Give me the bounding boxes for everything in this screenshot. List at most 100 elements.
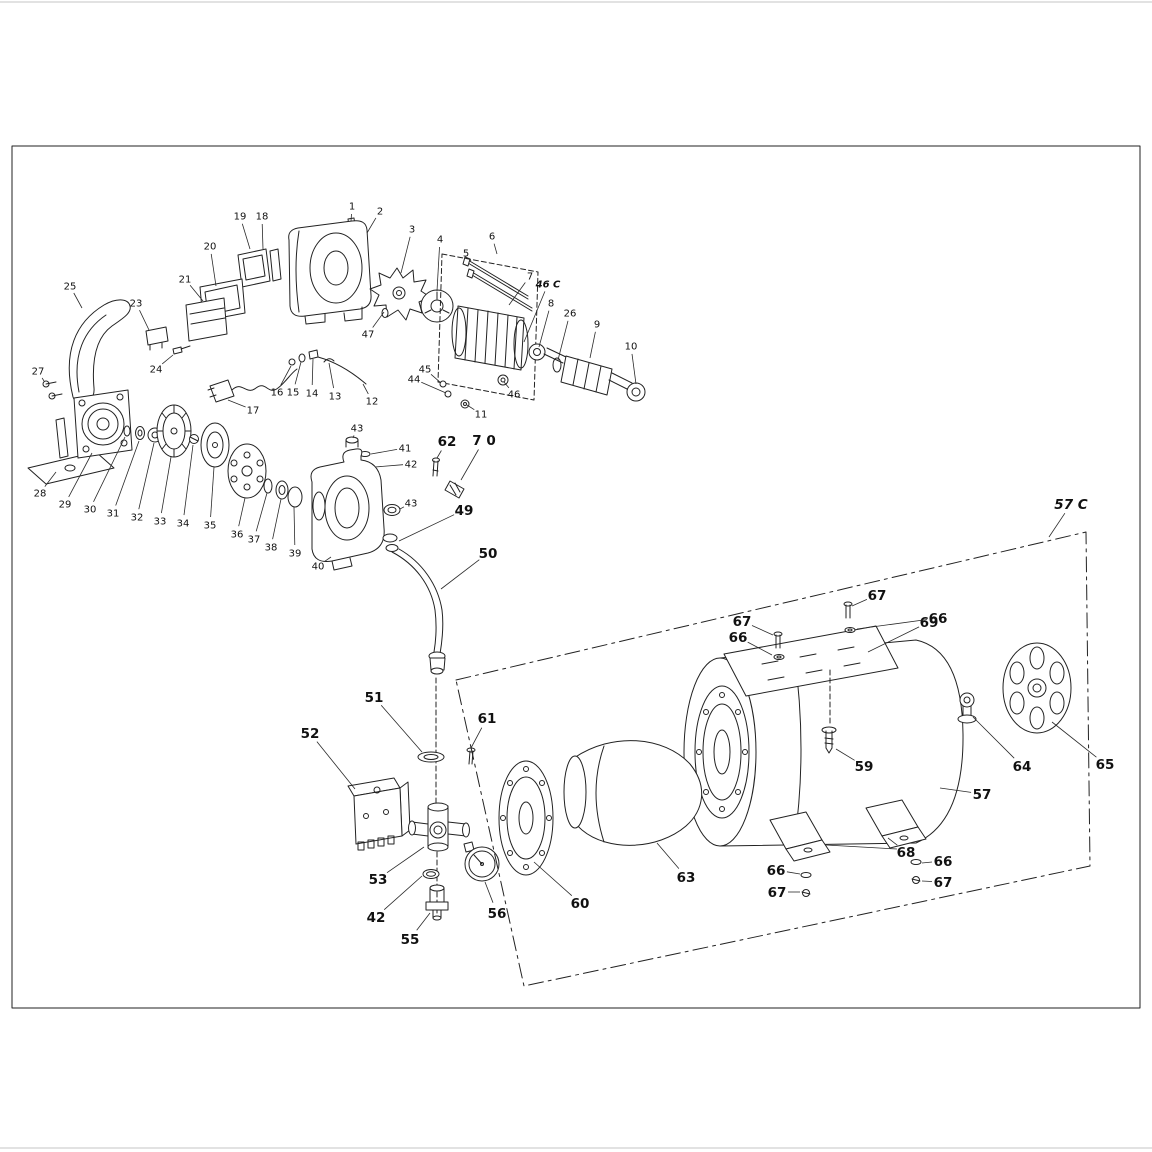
tank-feet	[769, 799, 927, 862]
impeller-nut	[189, 434, 199, 444]
part-label-46-29: 46	[508, 390, 521, 401]
leader-line-44-28	[421, 381, 447, 394]
leader-line-2-3	[366, 217, 377, 234]
leader-line-24-19	[161, 354, 174, 365]
stator	[451, 305, 529, 371]
part-label-12-26: 12	[366, 397, 379, 408]
leader-line-49-50	[398, 514, 455, 542]
leader-line-26-15	[557, 320, 569, 361]
part-label-67-74: 67	[768, 885, 787, 901]
leader-line-66-68	[856, 619, 928, 630]
part-label-40-43: 40	[312, 562, 325, 573]
casing-rings	[263, 478, 303, 508]
leader-line-63-60	[656, 842, 680, 869]
part-label-51-52: 51	[365, 690, 384, 706]
part-label-4-6: 4	[437, 235, 443, 246]
leader-line-67-67	[851, 599, 868, 607]
part-label-33-36: 33	[154, 517, 167, 528]
part-label-19-0: 19	[234, 212, 247, 223]
part-label-13-25: 13	[329, 392, 342, 403]
leader-line-61-53	[470, 727, 483, 749]
leader-line-38-41	[272, 498, 282, 540]
part-label-8-14: 8	[548, 299, 554, 310]
leader-line-13-25	[328, 362, 334, 389]
part-label-27-18: 27	[32, 367, 45, 378]
leader-line-29-32	[68, 452, 93, 498]
impeller	[156, 404, 192, 458]
rear-bearing	[626, 382, 646, 402]
part-label-67-72: 67	[934, 875, 953, 891]
pressure-tank	[683, 639, 964, 847]
part-label-17-21: 17	[247, 406, 260, 417]
wheel-cap	[1002, 642, 1072, 734]
part-label-47-20: 47	[362, 330, 375, 341]
part-label-10-17: 10	[625, 342, 638, 353]
part-label-65-64: 65	[1096, 757, 1115, 773]
leader-line-56-58	[484, 881, 494, 903]
part-label-70-48: 7 0	[472, 433, 496, 449]
mounting-plate	[723, 625, 899, 727]
part-label-46C-13: 46 C	[535, 280, 561, 291]
leader-line-66-70	[747, 641, 773, 656]
tank-kit-boundary	[455, 531, 1091, 987]
part-label-5-7: 5	[463, 249, 469, 260]
small-screw-61	[466, 747, 476, 765]
leader-line-43-44	[352, 435, 355, 439]
cable-clamp	[145, 326, 169, 351]
leader-line-7-12	[508, 282, 526, 306]
leader-line-36-39	[238, 497, 246, 527]
part-label-44-28: 44	[408, 375, 421, 386]
part-label-68-66: 68	[897, 845, 916, 861]
leader-line-53-55	[386, 846, 425, 874]
tie-bolts	[462, 256, 533, 312]
part-label-53-55: 53	[369, 872, 388, 888]
leader-line-37-40	[255, 492, 268, 532]
leader-line-59-62	[835, 748, 855, 761]
drain-bolt	[432, 457, 440, 477]
leader-line-45-27	[430, 373, 442, 384]
leader-line-55-57	[416, 912, 431, 931]
part-label-55-57: 55	[401, 932, 420, 948]
part-label-66-68: 66	[929, 611, 948, 627]
leader-line-32-35	[138, 442, 155, 510]
part-label-18-1: 18	[256, 212, 269, 223]
part-label-37-40: 37	[248, 535, 261, 546]
power-cord-plug	[207, 349, 367, 403]
flexible-hose	[391, 548, 446, 675]
part-label-26-15: 26	[564, 309, 577, 320]
part-label-31-34: 31	[107, 509, 120, 520]
leader-line-52-54	[316, 741, 356, 790]
part-label-43-49: 43	[405, 499, 418, 510]
part-label-45-27: 45	[419, 365, 432, 376]
leader-line-39-42	[293, 506, 296, 546]
leader-line-30-33	[93, 436, 126, 502]
part-label-61-53: 61	[478, 711, 497, 727]
handle-screws	[42, 380, 63, 400]
part-label-35-38: 35	[204, 521, 217, 532]
fan-cover	[420, 289, 454, 323]
part-label-67-67: 67	[868, 588, 887, 604]
threaded-nipple	[444, 480, 465, 499]
casing-oring	[383, 504, 401, 516]
part-label-66-73: 66	[767, 863, 786, 879]
part-label-66-71: 66	[934, 854, 953, 870]
part-label-56-58: 56	[488, 906, 507, 922]
plate-bolts	[773, 601, 856, 660]
leader-line-28-31	[44, 471, 57, 487]
leader-line-6-8	[493, 243, 498, 255]
part-label-64-63: 64	[1013, 759, 1032, 775]
part-label-7-12: 7	[527, 272, 533, 283]
part-label-62-47: 62	[438, 434, 457, 450]
part-label-52-54: 52	[301, 726, 320, 742]
tank-flange	[498, 760, 554, 876]
leader-line-23-10	[139, 310, 150, 331]
leader-line-69-65	[867, 626, 920, 653]
part-label-20-4: 20	[204, 242, 217, 253]
part-label-57C-75: 57 C	[1054, 497, 1087, 513]
pump-casing	[310, 436, 385, 571]
leader-line-18-1	[261, 223, 264, 250]
part-label-25-11: 25	[64, 282, 77, 293]
